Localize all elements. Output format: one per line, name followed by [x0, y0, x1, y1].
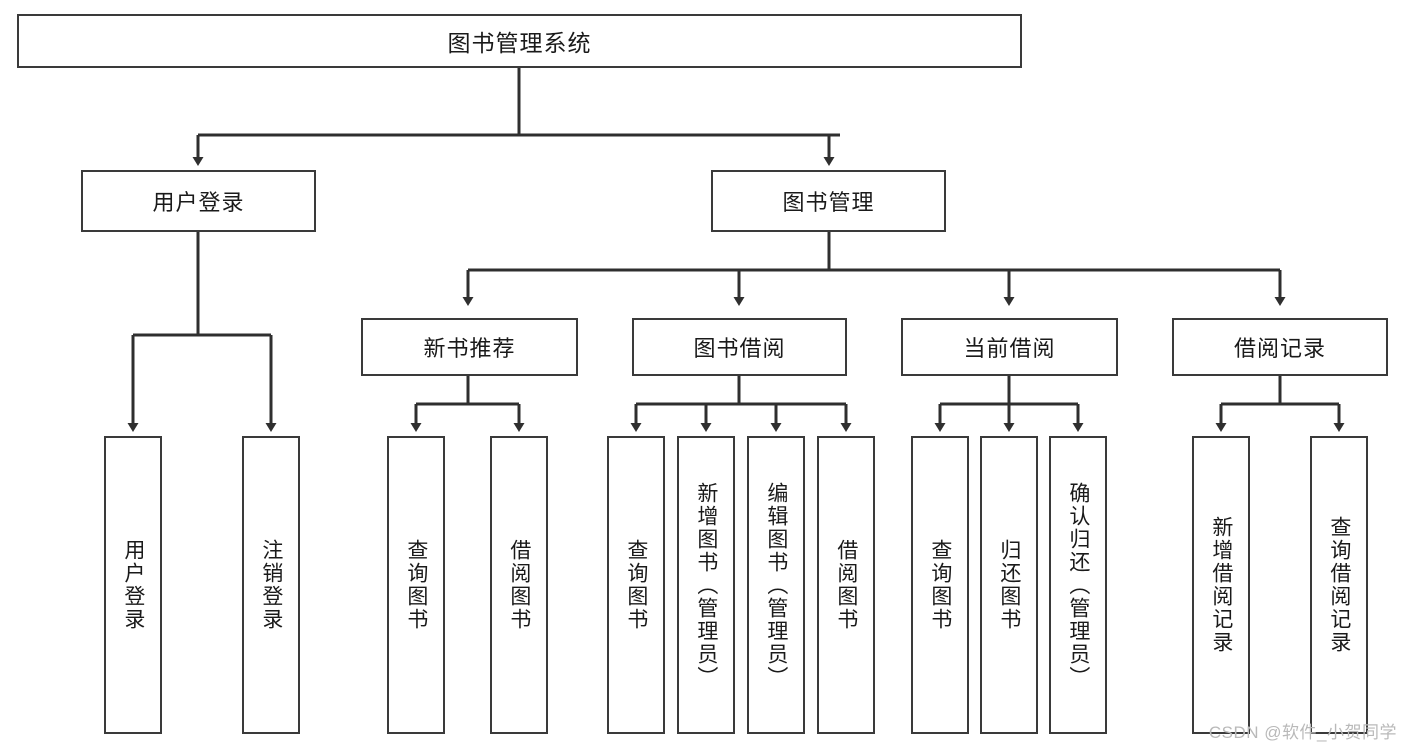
leaf-label: 借阅图书 — [507, 539, 531, 631]
node-book-borrow[interactable]: 图书借阅 — [632, 318, 847, 376]
leaf-label: 新增图书（管理员） — [694, 481, 718, 689]
node-new-book-recommend[interactable]: 新书推荐 — [361, 318, 578, 376]
leaf-label: 借阅图书 — [834, 539, 858, 631]
leaf-record-add[interactable]: 新增借阅记录 — [1192, 436, 1250, 734]
leaf-label: 查询图书 — [624, 539, 648, 631]
leaf-label: 查询图书 — [404, 539, 428, 631]
node-book-management[interactable]: 图书管理 — [711, 170, 946, 232]
leaf-label: 新增借阅记录 — [1209, 516, 1233, 654]
leaf-label: 确认归还（管理员） — [1066, 481, 1090, 689]
leaf-label: 查询借阅记录 — [1327, 516, 1351, 654]
leaf-label: 归还图书 — [997, 539, 1021, 631]
leaf-new-book-query[interactable]: 查询图书 — [387, 436, 445, 734]
leaf-current-confirm-return[interactable]: 确认归还（管理员） — [1049, 436, 1107, 734]
node-current-borrow[interactable]: 当前借阅 — [901, 318, 1118, 376]
leaf-current-query-book[interactable]: 查询图书 — [911, 436, 969, 734]
leaf-label: 查询图书 — [928, 539, 952, 631]
leaf-label: 编辑图书（管理员） — [764, 481, 788, 689]
leaf-new-book-borrow[interactable]: 借阅图书 — [490, 436, 548, 734]
leaf-borrow-query-book[interactable]: 查询图书 — [607, 436, 665, 734]
node-borrow-record[interactable]: 借阅记录 — [1172, 318, 1388, 376]
leaf-user-login-logout[interactable]: 注销登录 — [242, 436, 300, 734]
node-root-system[interactable]: 图书管理系统 — [17, 14, 1022, 68]
watermark-text: CSDN @软件_小贺同学 — [1208, 723, 1397, 742]
leaf-label: 注销登录 — [259, 539, 283, 631]
leaf-borrow-borrow-book[interactable]: 借阅图书 — [817, 436, 875, 734]
leaf-current-return-book[interactable]: 归还图书 — [980, 436, 1038, 734]
node-user-login[interactable]: 用户登录 — [81, 170, 316, 232]
leaf-label: 用户登录 — [121, 539, 145, 631]
leaf-record-query[interactable]: 查询借阅记录 — [1310, 436, 1368, 734]
leaf-borrow-edit-book[interactable]: 编辑图书（管理员） — [747, 436, 805, 734]
leaf-user-login-login[interactable]: 用户登录 — [104, 436, 162, 734]
leaf-borrow-add-book[interactable]: 新增图书（管理员） — [677, 436, 735, 734]
